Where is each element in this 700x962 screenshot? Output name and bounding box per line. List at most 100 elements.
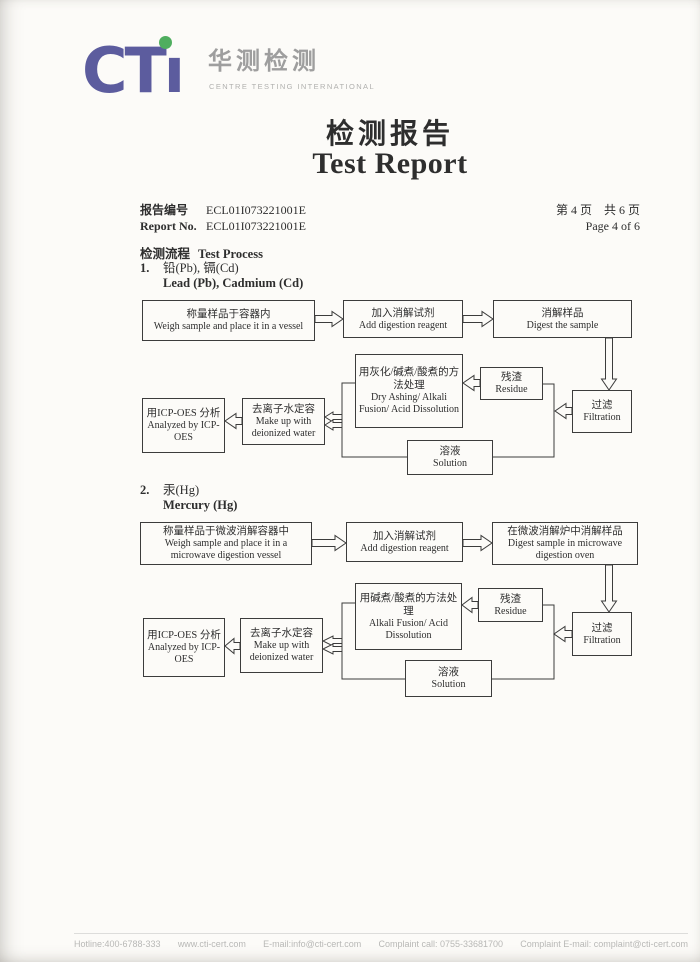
flow2-connectors — [224, 534, 618, 680]
page-indicator-en: Page 4 of 6 — [585, 218, 640, 233]
flow1-arrow-residue-to-treat-icon — [462, 374, 481, 392]
cti-logo-text: CTı — [82, 34, 185, 107]
flow1-box-solution-zh: 溶液 — [439, 446, 461, 457]
flow1-box-analyze-zh: 用ICP-OES 分析 — [146, 408, 221, 419]
flow1-box-treat: 用灰化/碱煮/酸煮的方法处理 Dry Ashing/ Alkali Fusion… — [355, 354, 463, 428]
flow2-box-residue-zh: 残渣 — [500, 593, 521, 605]
flow2-box-weigh: 称量样品于微波消解容器中 Weigh sample and place it i… — [140, 522, 312, 565]
flow1-box-residue-en: Residue — [495, 384, 528, 395]
flow2-line-residue-solution-junction — [492, 604, 555, 680]
page-indicator-zh: 第 4 页 共 6 页 — [555, 203, 640, 217]
flow1-box-weigh-zh: 称量样品于容器内 — [186, 309, 271, 320]
process-heading-zh: 检测流程 — [140, 247, 191, 261]
flow2-box-filtration-en: Filtration — [583, 634, 621, 646]
flow2-section-number: 2. — [140, 483, 150, 497]
flow1-arrow-reagent-to-digest-icon — [462, 310, 494, 328]
report-no-label-en: Report No. — [140, 218, 197, 233]
flow2-box-residue: 残渣 Residue — [478, 588, 543, 622]
flow2-box-solution: 溶液 Solution — [405, 660, 492, 697]
footer-hotline: Hotline:400-6788-333 — [74, 939, 161, 949]
flow2-box-treat-en: Alkali Fusion/ Acid Dissolution — [369, 617, 448, 641]
footer-email: E-mail:info@cti-cert.com — [263, 939, 362, 949]
flow1-box-weigh-en: Weigh sample and place it in a vessel — [153, 321, 304, 332]
flow2-box-digest: 在微波消解炉中消解样品 Digest sample in microwave d… — [492, 522, 638, 565]
flow1-box-filtration-zh: 过滤 — [591, 400, 613, 411]
process-heading: 检测流程 Test Process — [140, 243, 263, 262]
flow1-box-makeup-en: Make up with deionized water — [251, 416, 316, 439]
flow1-box-treat-zh: 用灰化/碱煮/酸煮的方法处理 — [358, 367, 460, 391]
flow1-connectors — [224, 310, 618, 458]
report-no-label-zh: 报告编号 — [140, 203, 189, 217]
flow1-box-filtration: 过滤 Filtration — [572, 390, 632, 433]
flow1-box-solution-en: Solution — [433, 458, 467, 469]
logo-company-name-en: CENTRE TESTING INTERNATIONAL — [209, 82, 376, 91]
flow2-box-solution-en: Solution — [431, 679, 466, 690]
process-heading-en: Test Process — [198, 247, 263, 261]
footer-website: www.cti-cert.com — [177, 939, 246, 949]
flow1-box-filtration-en: Filtration — [583, 412, 621, 423]
flow2-box-analyze-en: Analyzed by ICP-OES — [147, 642, 221, 665]
flow1-box-treat-en: Dry Ashing/ Alkali Fusion/ Acid Dissolut… — [358, 392, 459, 415]
flow2-box-digest-en: Digest sample in microwave digestion ove… — [507, 538, 623, 561]
flow1-box-analyze-en: Analyzed by ICP-OES — [147, 420, 220, 443]
flow2-box-reagent: 加入消解试剂 Add digestion reagent — [346, 522, 463, 562]
flow1-arrow-digest-to-filtration-icon — [600, 337, 618, 391]
flow2-box-reagent-zh: 加入消解试剂 — [373, 530, 436, 542]
flow1-box-weigh: 称量样品于容器内 Weigh sample and place it in a … — [142, 300, 315, 341]
flow1-box-makeup: 去离子水定容 Make up with deionized water — [242, 398, 325, 445]
flow2-arrow-digest-to-filtration-icon — [600, 564, 618, 613]
report-title-en: Test Report — [312, 147, 468, 180]
flow1-title-en: Lead (Pb), Cadmium (Cd) — [163, 276, 304, 290]
flow1-box-digest: 消解样品 Digest the sample — [493, 300, 632, 338]
flowchart-lead-cadmium: 称量样品于容器内 Weigh sample and place it in a … — [137, 297, 649, 482]
page-indicator-block: 第 4 页 共 6 页 Page 4 of 6 — [556, 203, 640, 234]
flow2-arrow-solution-to-makeup-icon — [321, 643, 343, 655]
flow1-arrow-makeup-to-analyze-icon — [224, 412, 243, 430]
flow2-box-weigh-zh: 称量样品于微波消解容器中 — [163, 526, 289, 537]
flow2-arrow-reagent-to-digest-icon — [462, 534, 493, 552]
flow1-box-reagent: 加入消解试剂 Add digestion reagent — [343, 300, 463, 338]
flow1-box-digest-en: Digest the sample — [526, 319, 599, 331]
flow1-title-zh: 铅(Pb), 镉(Cd) — [163, 261, 239, 275]
flow2-box-analyze: 用ICP-OES 分析 Analyzed by ICP-OES — [143, 618, 225, 677]
flow2-box-filtration: 过滤 Filtration — [572, 612, 632, 656]
flow1-box-reagent-zh: 加入消解试剂 — [371, 307, 435, 319]
flow1-box-makeup-zh: 去离子水定容 — [252, 404, 315, 415]
report-number-block: 报告编号 ECL01I073221001E Report No. ECL01I0… — [140, 203, 306, 234]
flow2-heading: 2. 汞(Hg) Mercury (Hg) — [140, 483, 237, 513]
flow2-box-weigh-en: Weigh sample and place it in a microwave… — [164, 538, 288, 561]
flow2-arrow-makeup-to-analyze-icon — [224, 637, 241, 655]
flow2-box-makeup: 去离子水定容 Make up with deionized water — [240, 618, 323, 673]
flow1-arrow-treat-to-makeup-icon — [324, 411, 343, 423]
flow2-box-solution-zh: 溶液 — [438, 667, 459, 678]
footer: Hotline:400-6788-333 www.cti-cert.com E-… — [74, 939, 688, 949]
flow2-box-treat-zh: 用碱煮/酸煮的方法处理 — [359, 592, 458, 617]
flow1-box-solution: 溶液 Solution — [407, 440, 493, 475]
flow1-box-analyze: 用ICP-OES 分析 Analyzed by ICP-OES — [142, 398, 225, 453]
flowchart-mercury: 称量样品于微波消解容器中 Weigh sample and place it i… — [137, 519, 649, 704]
logo-green-dot-icon — [159, 36, 172, 49]
flow2-box-residue-en: Residue — [494, 605, 527, 617]
flow1-section-number: 1. — [140, 261, 150, 275]
flow2-title-zh: 汞(Hg) — [163, 483, 200, 497]
flow1-line-residue-solution-junction — [493, 383, 555, 458]
flow2-box-digest-zh: 在微波消解炉中消解样品 — [507, 526, 623, 537]
flow1-box-residue-zh: 残渣 — [501, 372, 522, 383]
flow2-title-en: Mercury (Hg) — [163, 498, 238, 512]
flow1-box-digest-zh: 消解样品 — [541, 307, 584, 319]
footer-complaint-email: Complaint E-mail: complaint@cti-cert.com — [520, 939, 688, 949]
flow2-arrow-filtration-to-junction-icon — [553, 625, 573, 643]
report-title-zh: 检测报告 — [325, 119, 454, 150]
flow2-box-analyze-zh: 用ICP-OES 分析 — [147, 630, 221, 641]
flow2-arrow-residue-to-treat-icon — [461, 596, 479, 614]
report-no-value-zh-row: ECL01I073221001E — [206, 203, 306, 217]
flow2-box-treat: 用碱煮/酸煮的方法处理 Alkali Fusion/ Acid Dissolut… — [355, 583, 462, 650]
flow2-arrow-weigh-to-reagent-icon — [311, 534, 347, 552]
flow1-box-residue: 残渣 Residue — [480, 367, 543, 400]
flow1-arrow-filtration-to-junction-icon — [554, 402, 573, 420]
flow1-box-reagent-en: Add digestion reagent — [358, 319, 448, 331]
flow2-box-makeup-en: Make up with deionized water — [249, 640, 314, 663]
footer-divider — [74, 933, 688, 934]
report-no-value-en-row: ECL01I073221001E — [206, 218, 306, 233]
